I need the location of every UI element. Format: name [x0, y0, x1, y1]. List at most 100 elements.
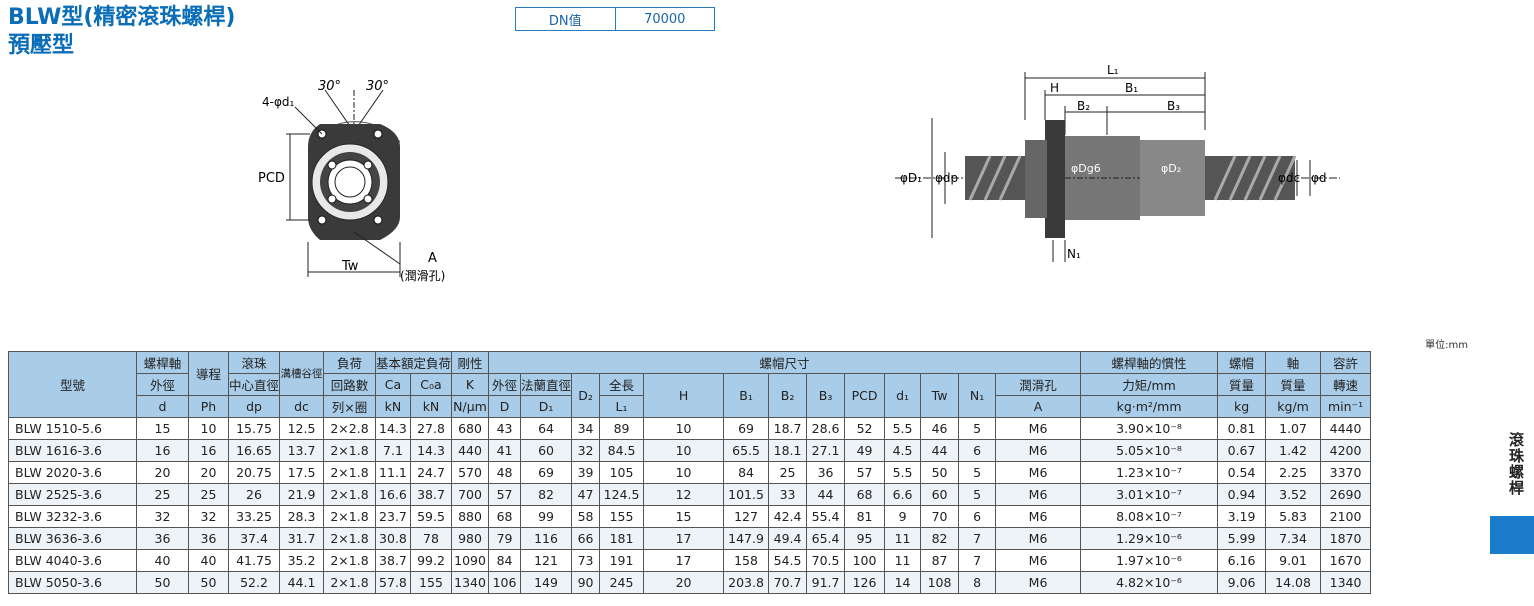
- th-nut-mass-3: kg: [1217, 395, 1267, 418]
- table-cell: 57: [488, 483, 522, 506]
- th-shaft-mass-3: kg/m: [1265, 395, 1322, 418]
- table-cell: 64: [520, 417, 573, 440]
- table-cell: 44.1: [279, 571, 325, 594]
- tw-label: Tw: [341, 259, 359, 274]
- table-cell: 1340: [1320, 571, 1372, 594]
- h-label: H: [1050, 81, 1059, 95]
- model-cell: BLW 5050-3.6: [8, 571, 137, 594]
- table-cell: 101.5: [723, 483, 770, 506]
- table-cell: 0.94: [1217, 483, 1267, 506]
- model-cell: BLW 1510-5.6: [8, 417, 137, 440]
- table-cell: 57.8: [375, 571, 411, 594]
- table-cell: 8.08×10⁻⁷: [1080, 505, 1219, 528]
- table-cell: 28.6: [806, 417, 846, 440]
- table-cell: 18.7: [768, 417, 808, 440]
- table-cell: 2×1.8: [323, 527, 377, 550]
- table-cell: 58: [571, 505, 601, 528]
- th-screw-od-1: 螺桿軸: [136, 351, 189, 374]
- table-cell: 52.2: [227, 571, 281, 594]
- table-cell: 2×1.8: [323, 483, 377, 506]
- table-cell: 32: [188, 505, 229, 528]
- table-cell: 0.81: [1217, 417, 1267, 440]
- th-b3: B₃: [806, 373, 846, 418]
- table-cell: 0.67: [1217, 439, 1267, 462]
- th-nut-od-2: D: [488, 395, 522, 418]
- table-cell: 15: [136, 417, 189, 440]
- th-lube-2: A: [995, 395, 1082, 418]
- th-coa-2: kN: [409, 395, 453, 418]
- table-cell: 245: [599, 571, 645, 594]
- table-cell: 35.2: [279, 549, 325, 572]
- table-cell: M6: [995, 461, 1082, 484]
- table-cell: 41.75: [227, 549, 281, 572]
- title-line2: 預壓型: [8, 33, 75, 58]
- header-row-3: d Ph dp dc 列×圈 kN kN N/μm D D₁ L₁ A kg·m…: [9, 395, 1372, 418]
- th-flange-2: D₁: [520, 395, 573, 418]
- th-rigidity-2: K: [451, 373, 490, 396]
- table-cell: 203.8: [723, 571, 770, 594]
- model-cell: BLW 2525-3.6: [8, 483, 137, 506]
- table-cell: 36: [806, 461, 846, 484]
- th-coa-1: C₀a: [409, 373, 453, 396]
- table-cell: 50: [920, 461, 960, 484]
- d2-label: φD₂: [1161, 162, 1181, 175]
- table-cell: 10: [643, 439, 725, 462]
- table-cell: 91.7: [806, 571, 846, 594]
- table-cell: 16: [136, 439, 189, 462]
- th-nut-od-1: 外徑: [488, 373, 522, 396]
- unit-label: 單位:mm: [1425, 340, 1468, 351]
- th-circuits-3: 列×圈: [323, 395, 377, 418]
- th-inertia-1: 螺桿軸的慣性: [1080, 351, 1219, 374]
- table-cell: M6: [995, 571, 1082, 594]
- page-title: BLW型(精密滾珠螺桿) 預壓型: [8, 4, 235, 60]
- dn-value: 70000: [644, 11, 686, 27]
- table-cell: 124.5: [599, 483, 645, 506]
- th-ball-pcd-2: 中心直徑: [227, 373, 281, 396]
- table-cell: 5.99: [1217, 527, 1267, 550]
- table-cell: 14.08: [1265, 571, 1322, 594]
- side-view-drawing: L₁ H B₁ B₂ B₃ φD₁ φdp φDg6 φD₂ φdc φd N₁: [895, 63, 1340, 262]
- table-cell: 2100: [1320, 505, 1372, 528]
- table-cell: 191: [599, 549, 645, 572]
- model-cell: BLW 3232-3.6: [8, 505, 137, 528]
- table-cell: 6: [958, 439, 997, 462]
- table-cell: 181: [599, 527, 645, 550]
- table-cell: 4.82×10⁻⁶: [1080, 571, 1219, 594]
- table-cell: 36: [136, 527, 189, 550]
- table-cell: 70.7: [768, 571, 808, 594]
- table-cell: 70.5: [806, 549, 846, 572]
- table-cell: 1.23×10⁻⁷: [1080, 461, 1219, 484]
- table-cell: 3.01×10⁻⁷: [1080, 483, 1219, 506]
- table-cell: 3370: [1320, 461, 1372, 484]
- table-cell: 26: [227, 483, 281, 506]
- table-cell: 30.8: [375, 527, 411, 550]
- b3-label: B₃: [1167, 99, 1180, 113]
- side-section-tab: [1490, 516, 1534, 554]
- b2-label: B₂: [1077, 99, 1090, 113]
- table-cell: 65.4: [806, 527, 846, 550]
- table-cell: 127: [723, 505, 770, 528]
- table-cell: 82: [520, 483, 573, 506]
- table-cell: 12.5: [279, 417, 325, 440]
- table-cell: 1.07: [1265, 417, 1322, 440]
- table-cell: 99: [520, 505, 573, 528]
- table-cell: 17: [643, 549, 725, 572]
- angle1-label: 30°: [318, 79, 341, 94]
- table-cell: 680: [451, 417, 490, 440]
- table-cell: 100: [844, 549, 886, 572]
- table-cell: 5.05×10⁻⁸: [1080, 439, 1219, 462]
- table-cell: 5: [958, 417, 997, 440]
- table-cell: 149: [520, 571, 573, 594]
- table-cell: 2690: [1320, 483, 1372, 506]
- table-cell: 4.5: [884, 439, 922, 462]
- table-cell: 0.54: [1217, 461, 1267, 484]
- table-cell: M6: [995, 439, 1082, 462]
- table-cell: 17.5: [279, 461, 325, 484]
- table-cell: M6: [995, 505, 1082, 528]
- table-cell: 60: [920, 483, 960, 506]
- th-h: H: [643, 373, 725, 418]
- table-cell: M6: [995, 549, 1082, 572]
